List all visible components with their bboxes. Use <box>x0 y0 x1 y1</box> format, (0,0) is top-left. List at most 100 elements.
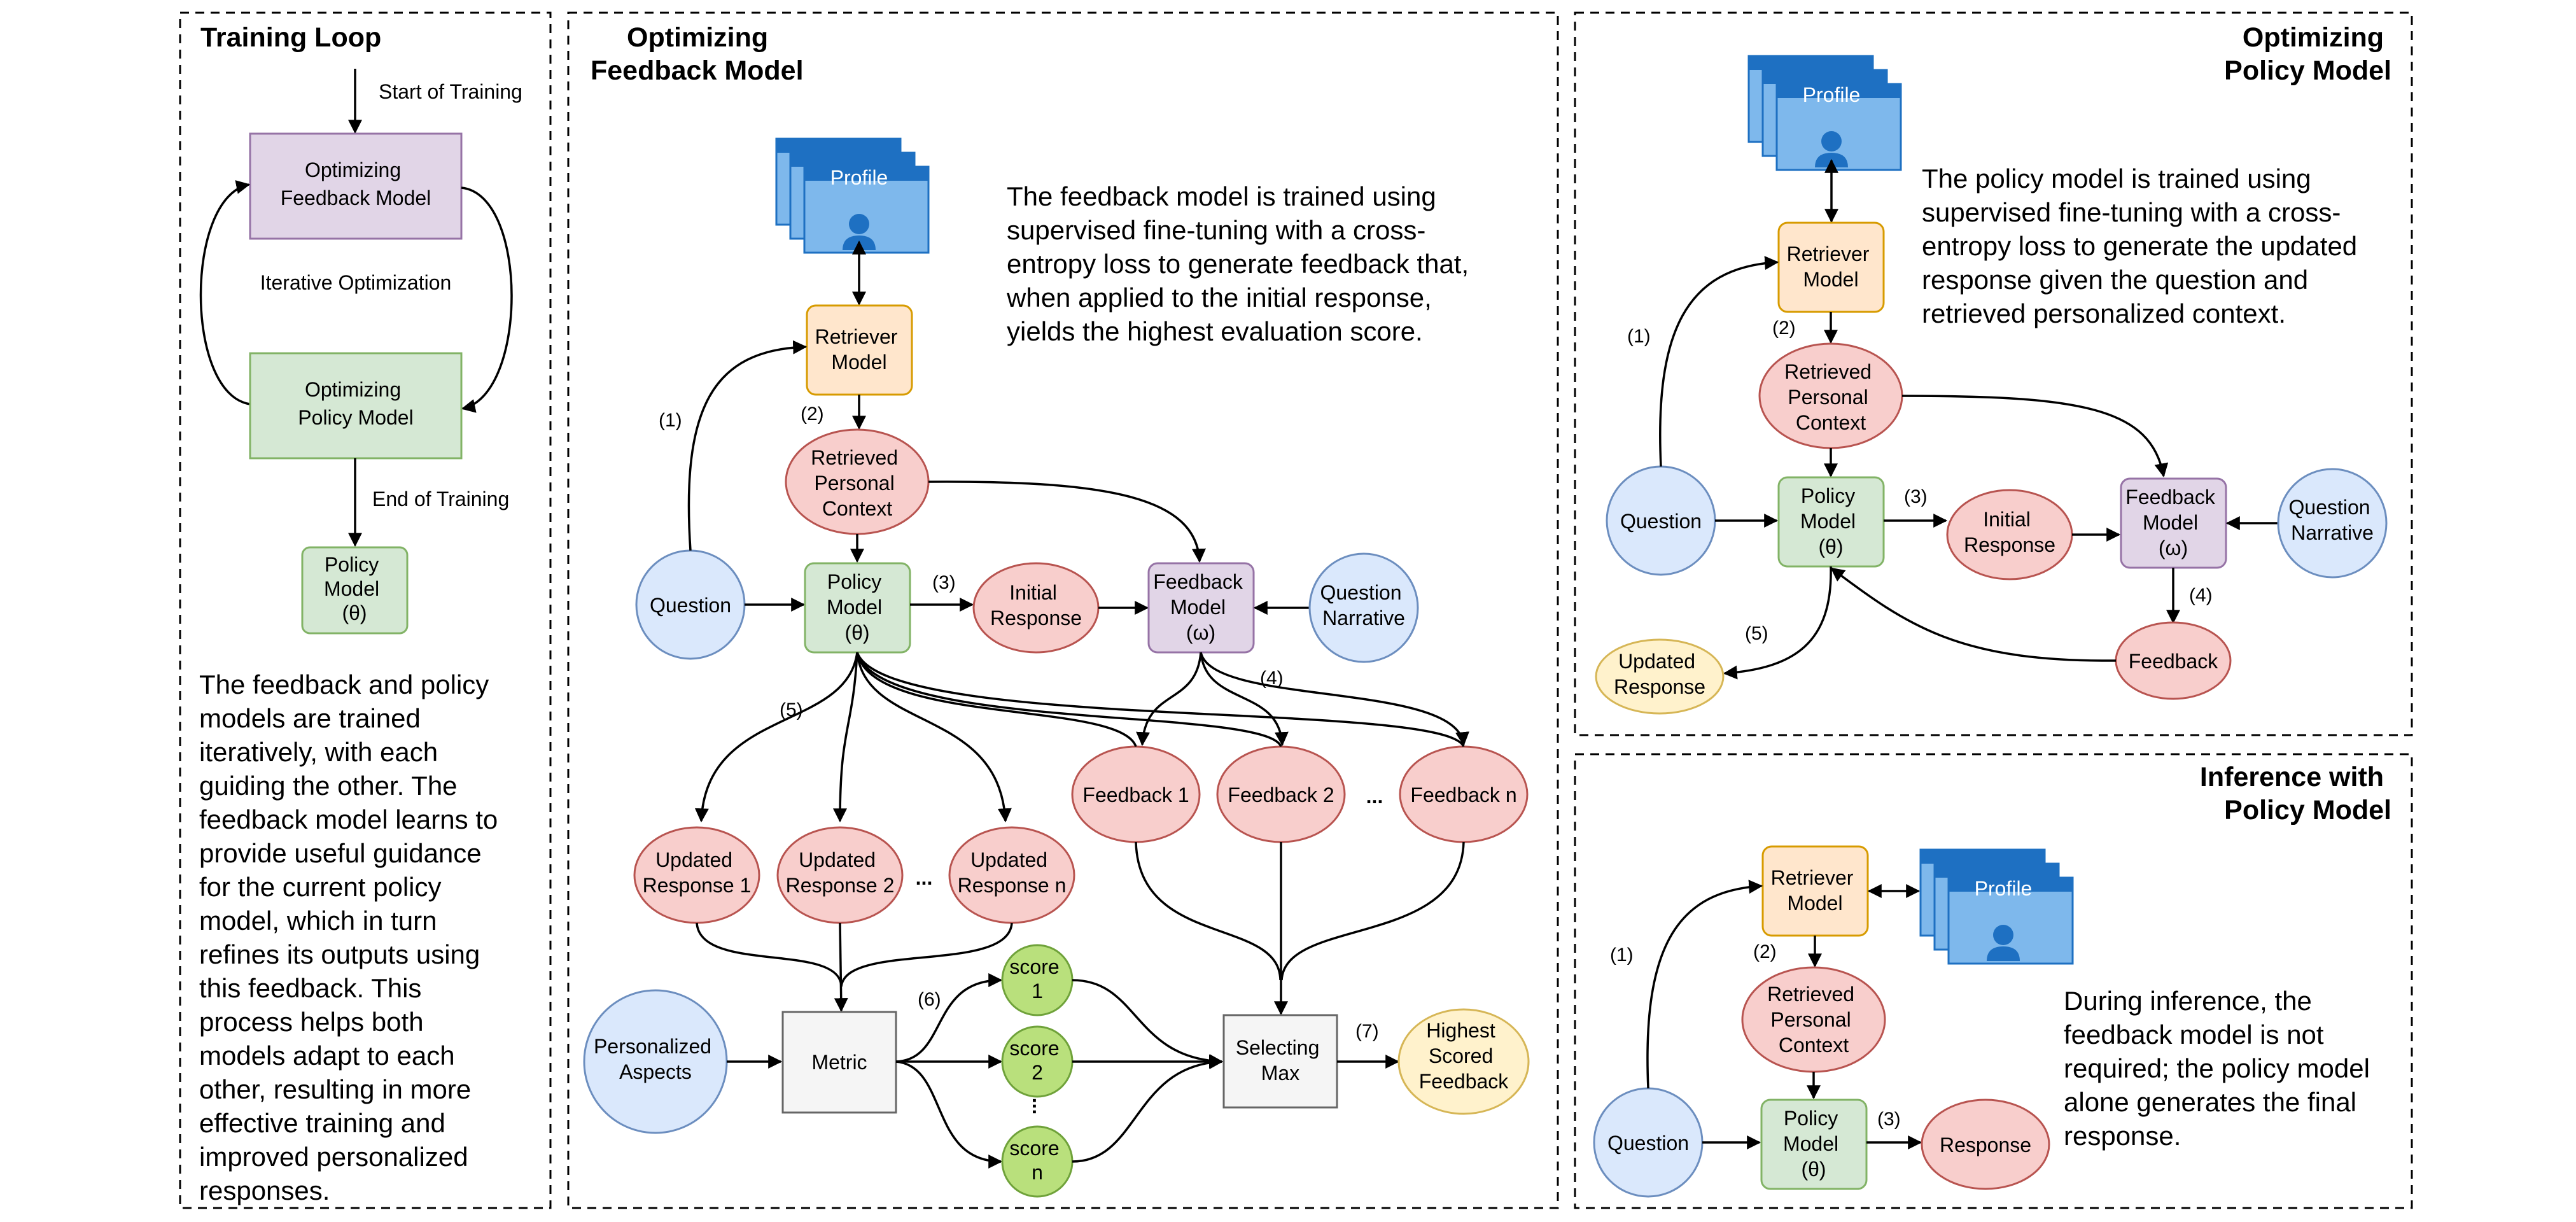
pp-question-label: Question <box>1620 510 1702 533</box>
iterative-label: Iterative Optimization <box>260 271 452 294</box>
inference-panel-title-1: Inference with <box>2200 762 2384 792</box>
svg-text:Retriever Model: Retriever Model <box>1771 866 1859 915</box>
svg-text:score 1: score 1 <box>1009 955 1065 1002</box>
fp-question-label: Question <box>650 594 731 617</box>
fp-feedback-1-label: Feedback 1 <box>1082 783 1189 806</box>
svg-text:Retriever Model: Retriever Model <box>1787 242 1875 291</box>
ip-retriever-node <box>1761 845 1869 937</box>
svg-text:Question Narrative: Question Narrative <box>1320 581 1408 629</box>
svg-text:Policy Model (θ): Policy Model (θ) <box>1800 484 1861 558</box>
policy-panel-description: The policy model is trained using superv… <box>1922 164 2365 328</box>
svg-text:Optimizing Feedback Mode: Optimizing Feedback Model <box>281 158 431 209</box>
pp-step3: (3) <box>1904 486 1928 507</box>
fp-question-narrative-node <box>1308 552 1419 663</box>
pp-step1: (1) <box>1627 326 1651 347</box>
fp-updated-ellipsis: ... <box>916 866 933 889</box>
training-loop: Training Loop Start of Training Optimizi… <box>199 22 522 1205</box>
training-loop-title: Training Loop <box>200 22 381 53</box>
fp-selecting-max-node <box>1222 1014 1338 1109</box>
profile-icon <box>775 137 930 254</box>
inference-panel-description: During inference, the feedback model is … <box>2064 986 2377 1151</box>
pp-retriever-node <box>1777 221 1885 313</box>
ip-profile-icon <box>1919 848 2074 965</box>
svg-text:Feedback Model (ω): Feedback Model (ω) <box>2125 486 2220 559</box>
svg-text:Retrieved Personal: Retrieved Personal Context <box>811 446 904 520</box>
pp-updated-node <box>1595 638 1725 715</box>
svg-text:Question Narrative: Question Narrative <box>2289 496 2376 544</box>
svg-text:Retrieved Personal: Retrieved Personal Context <box>1784 360 1877 434</box>
svg-text:Updated Response 1: Updated Response 1 <box>643 848 752 897</box>
ip-step1: (1) <box>1610 945 1634 966</box>
ip-question-label: Question <box>1607 1132 1689 1155</box>
svg-text:Highest Scored Fee: Highest Scored Feedback <box>1419 1019 1509 1093</box>
loop-arrow-left <box>199 180 251 405</box>
ip-step3: (3) <box>1877 1109 1901 1130</box>
pp-feedback-label: Feedback <box>2129 650 2219 673</box>
svg-text:Feedback Model (ω): Feedback Model (ω) <box>1153 570 1248 644</box>
fp-step7: (7) <box>1355 1021 1379 1042</box>
opt-feedback-label-2: Feedback Model <box>281 186 431 209</box>
svg-text:Updated Response: Updated Response <box>1614 650 1705 698</box>
svg-text:score n: score n <box>1009 1137 1065 1184</box>
svg-text:Inference with Policy Mo: Inference with Policy Model <box>2200 762 2391 825</box>
svg-text:Retrieved Personal: Retrieved Personal Context <box>1767 983 1860 1057</box>
fp-step2: (2) <box>801 404 824 425</box>
inference-panel-content: Inference with Policy Model During infer… <box>1593 762 2391 1198</box>
feedback-panel-content: Optimizing Feedback Model The feedback m… <box>583 22 1530 1198</box>
svg-text:score 2: score 2 <box>1009 1037 1065 1084</box>
training-loop-description: The feedback and policy models are train… <box>199 670 505 1205</box>
policy-panel <box>1574 11 2413 736</box>
feedback-panel-description: The feedback model is trained using supe… <box>1006 181 1476 346</box>
feedback-panel-title-1: Optimizing <box>627 22 768 53</box>
svg-text:Personalized Aspects: Personalized Aspects <box>594 1035 717 1083</box>
fp-step3: (3) <box>932 572 956 593</box>
policy-panel-title-2: Policy Model <box>2224 55 2391 86</box>
svg-text:Policy Model (θ): Policy Model (θ) <box>827 570 888 644</box>
svg-text:Policy Model (θ): Policy Model (θ) <box>324 553 385 624</box>
fp-feedback-2-label: Feedback 2 <box>1228 783 1334 806</box>
fp-feedback-n-label: Feedback n <box>1410 783 1516 806</box>
fp-step6: (6) <box>918 989 941 1010</box>
policy-panel-content: Optimizing Policy Model The policy model… <box>1595 22 2391 715</box>
svg-text:Initial Response: Initial Response <box>1964 508 2055 556</box>
pp-profile-icon <box>1747 55 1902 171</box>
fp-profile-label: Profile <box>830 166 888 189</box>
pp-step5: (5) <box>1745 623 1768 644</box>
fp-feedback-ellipsis: ... <box>1366 785 1383 808</box>
svg-text:Selecting Max: Selecting Max <box>1236 1036 1326 1085</box>
start-label: Start of Training <box>379 80 522 103</box>
fp-retriever-node <box>806 304 913 396</box>
svg-text:Initial Response: Initial Response <box>990 581 1082 629</box>
feedback-panel-title-2: Feedback Model <box>591 55 804 86</box>
fp-metric-label: Metric <box>811 1051 867 1074</box>
pp-step4: (4) <box>2189 585 2213 606</box>
svg-text:Updated Response n: Updated Response n <box>958 848 1067 897</box>
inference-panel-title-2: Policy Model <box>2224 795 2391 825</box>
svg-text:Optimizing Policy Model: Optimizing Policy Model <box>298 378 413 429</box>
fp-highest-node <box>1397 1008 1530 1115</box>
opt-feedback-node <box>249 132 463 240</box>
ip-step2: (2) <box>1753 941 1777 962</box>
final-policy-node <box>301 546 409 635</box>
svg-text:Updated Response 2: Updated Response 2 <box>786 848 895 897</box>
svg-text:Retriever Model: Retriever Model <box>815 325 904 374</box>
ip-response-node <box>1921 1099 2050 1190</box>
pp-profile-label: Profile <box>1803 83 1861 106</box>
ip-profile-label: Profile <box>1975 877 2033 900</box>
loop-arrow-right <box>461 186 513 413</box>
pp-step2: (2) <box>1772 318 1796 339</box>
ip-response-label: Response <box>1940 1134 2031 1156</box>
svg-text:Policy Model (θ): Policy Model (θ) <box>1783 1107 1844 1181</box>
opt-policy-label-1: Optimizing <box>305 378 401 401</box>
svg-text:Optimizing Policy Model: Optimizing Policy Model <box>2224 22 2391 86</box>
policy-panel-title-1: Optimizing <box>2243 22 2384 53</box>
end-label: End of Training <box>372 488 509 510</box>
svg-text:Optimizing Feedback Mode: Optimizing Feedback Model <box>591 22 804 86</box>
ip-policy-node <box>1760 1099 1868 1190</box>
fp-score-ellipsis: ... <box>1028 1098 1051 1115</box>
pp-question-narrative-node <box>2277 468 2388 579</box>
opt-policy-label-2: Policy Model <box>298 406 413 429</box>
training-loop-panel <box>179 11 552 1209</box>
opt-feedback-label-1: Optimizing <box>305 158 401 181</box>
